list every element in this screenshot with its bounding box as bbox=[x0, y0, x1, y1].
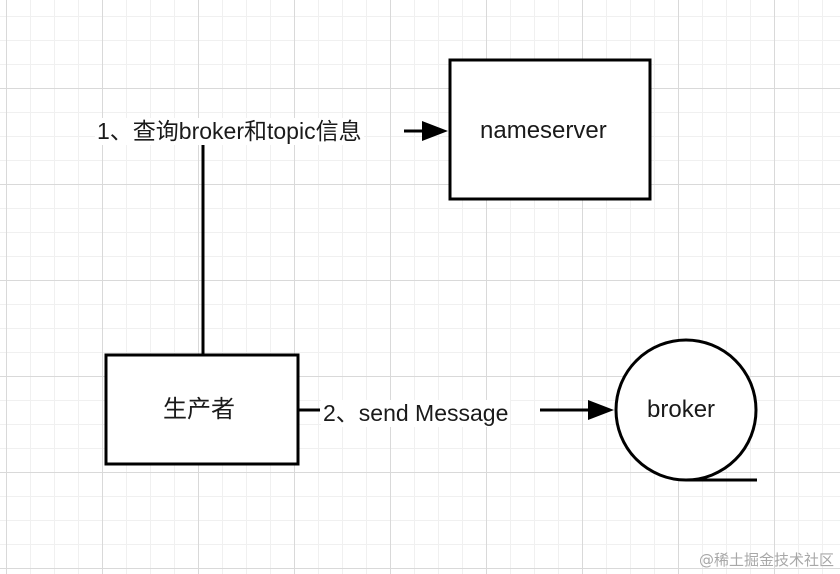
edge-label-send-message: 2、send Message bbox=[321, 400, 511, 427]
nameserver-node[interactable] bbox=[448, 58, 652, 201]
broker-label: broker bbox=[647, 396, 716, 423]
watermark-text: @稀土掘金技术社区 bbox=[698, 551, 834, 569]
nameserver-label: nameserver bbox=[480, 117, 607, 144]
broker-node[interactable] bbox=[614, 338, 758, 482]
edge-producer-to-broker-arrowhead bbox=[588, 400, 614, 420]
producer-node[interactable] bbox=[104, 353, 300, 466]
producer-label: 生产者 bbox=[163, 396, 235, 423]
edge-label-query-broker-topic: 1、查询broker和topic信息 bbox=[95, 118, 364, 145]
edge-producer-to-nameserver-arrowhead bbox=[422, 121, 448, 141]
